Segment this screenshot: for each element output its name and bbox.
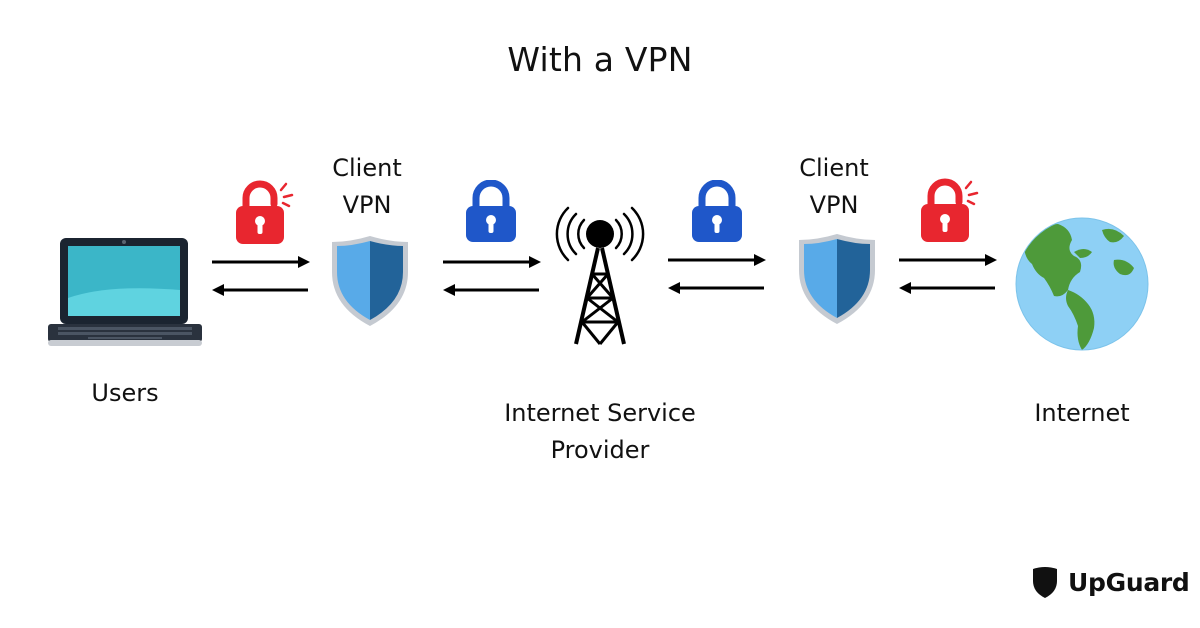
client-vpn-label-line1: Client	[799, 154, 869, 182]
client-vpn-label-line2: VPN	[809, 191, 859, 219]
upguard-logo: UpGuard	[1030, 562, 1190, 602]
shield-icon	[799, 234, 875, 324]
locked-padlock-icon	[692, 180, 742, 242]
unlocked-padlock-icon	[236, 180, 294, 244]
node-label-isp-line2: Provider	[550, 436, 650, 464]
bidirectional-arrows	[899, 254, 997, 294]
upguard-shield-icon	[1033, 567, 1057, 598]
bidirectional-arrows	[212, 256, 310, 296]
unlocked-padlock-icon	[921, 178, 979, 242]
locked-padlock-icon	[466, 180, 516, 242]
shield-icon	[332, 236, 408, 326]
globe-icon	[1015, 217, 1149, 351]
node-label-isp: Internet Service Provider	[480, 395, 720, 469]
laptop-icon	[48, 238, 202, 346]
radio-tower-icon	[555, 206, 645, 345]
client-vpn-label-line1: Client	[332, 154, 402, 182]
brand-name: UpGuard	[1068, 567, 1190, 597]
client-vpn-label-line2: VPN	[342, 191, 392, 219]
node-label-isp-line1: Internet Service	[504, 399, 696, 427]
bidirectional-arrows	[443, 256, 541, 296]
node-label-users: Users	[91, 379, 159, 407]
client-vpn-label-left: Client VPN	[297, 150, 437, 224]
node-label-internet: Internet	[1034, 399, 1130, 427]
diagram-title: With a VPN	[507, 40, 693, 79]
client-vpn-label-right: Client VPN	[764, 150, 904, 224]
bidirectional-arrows	[668, 254, 766, 294]
